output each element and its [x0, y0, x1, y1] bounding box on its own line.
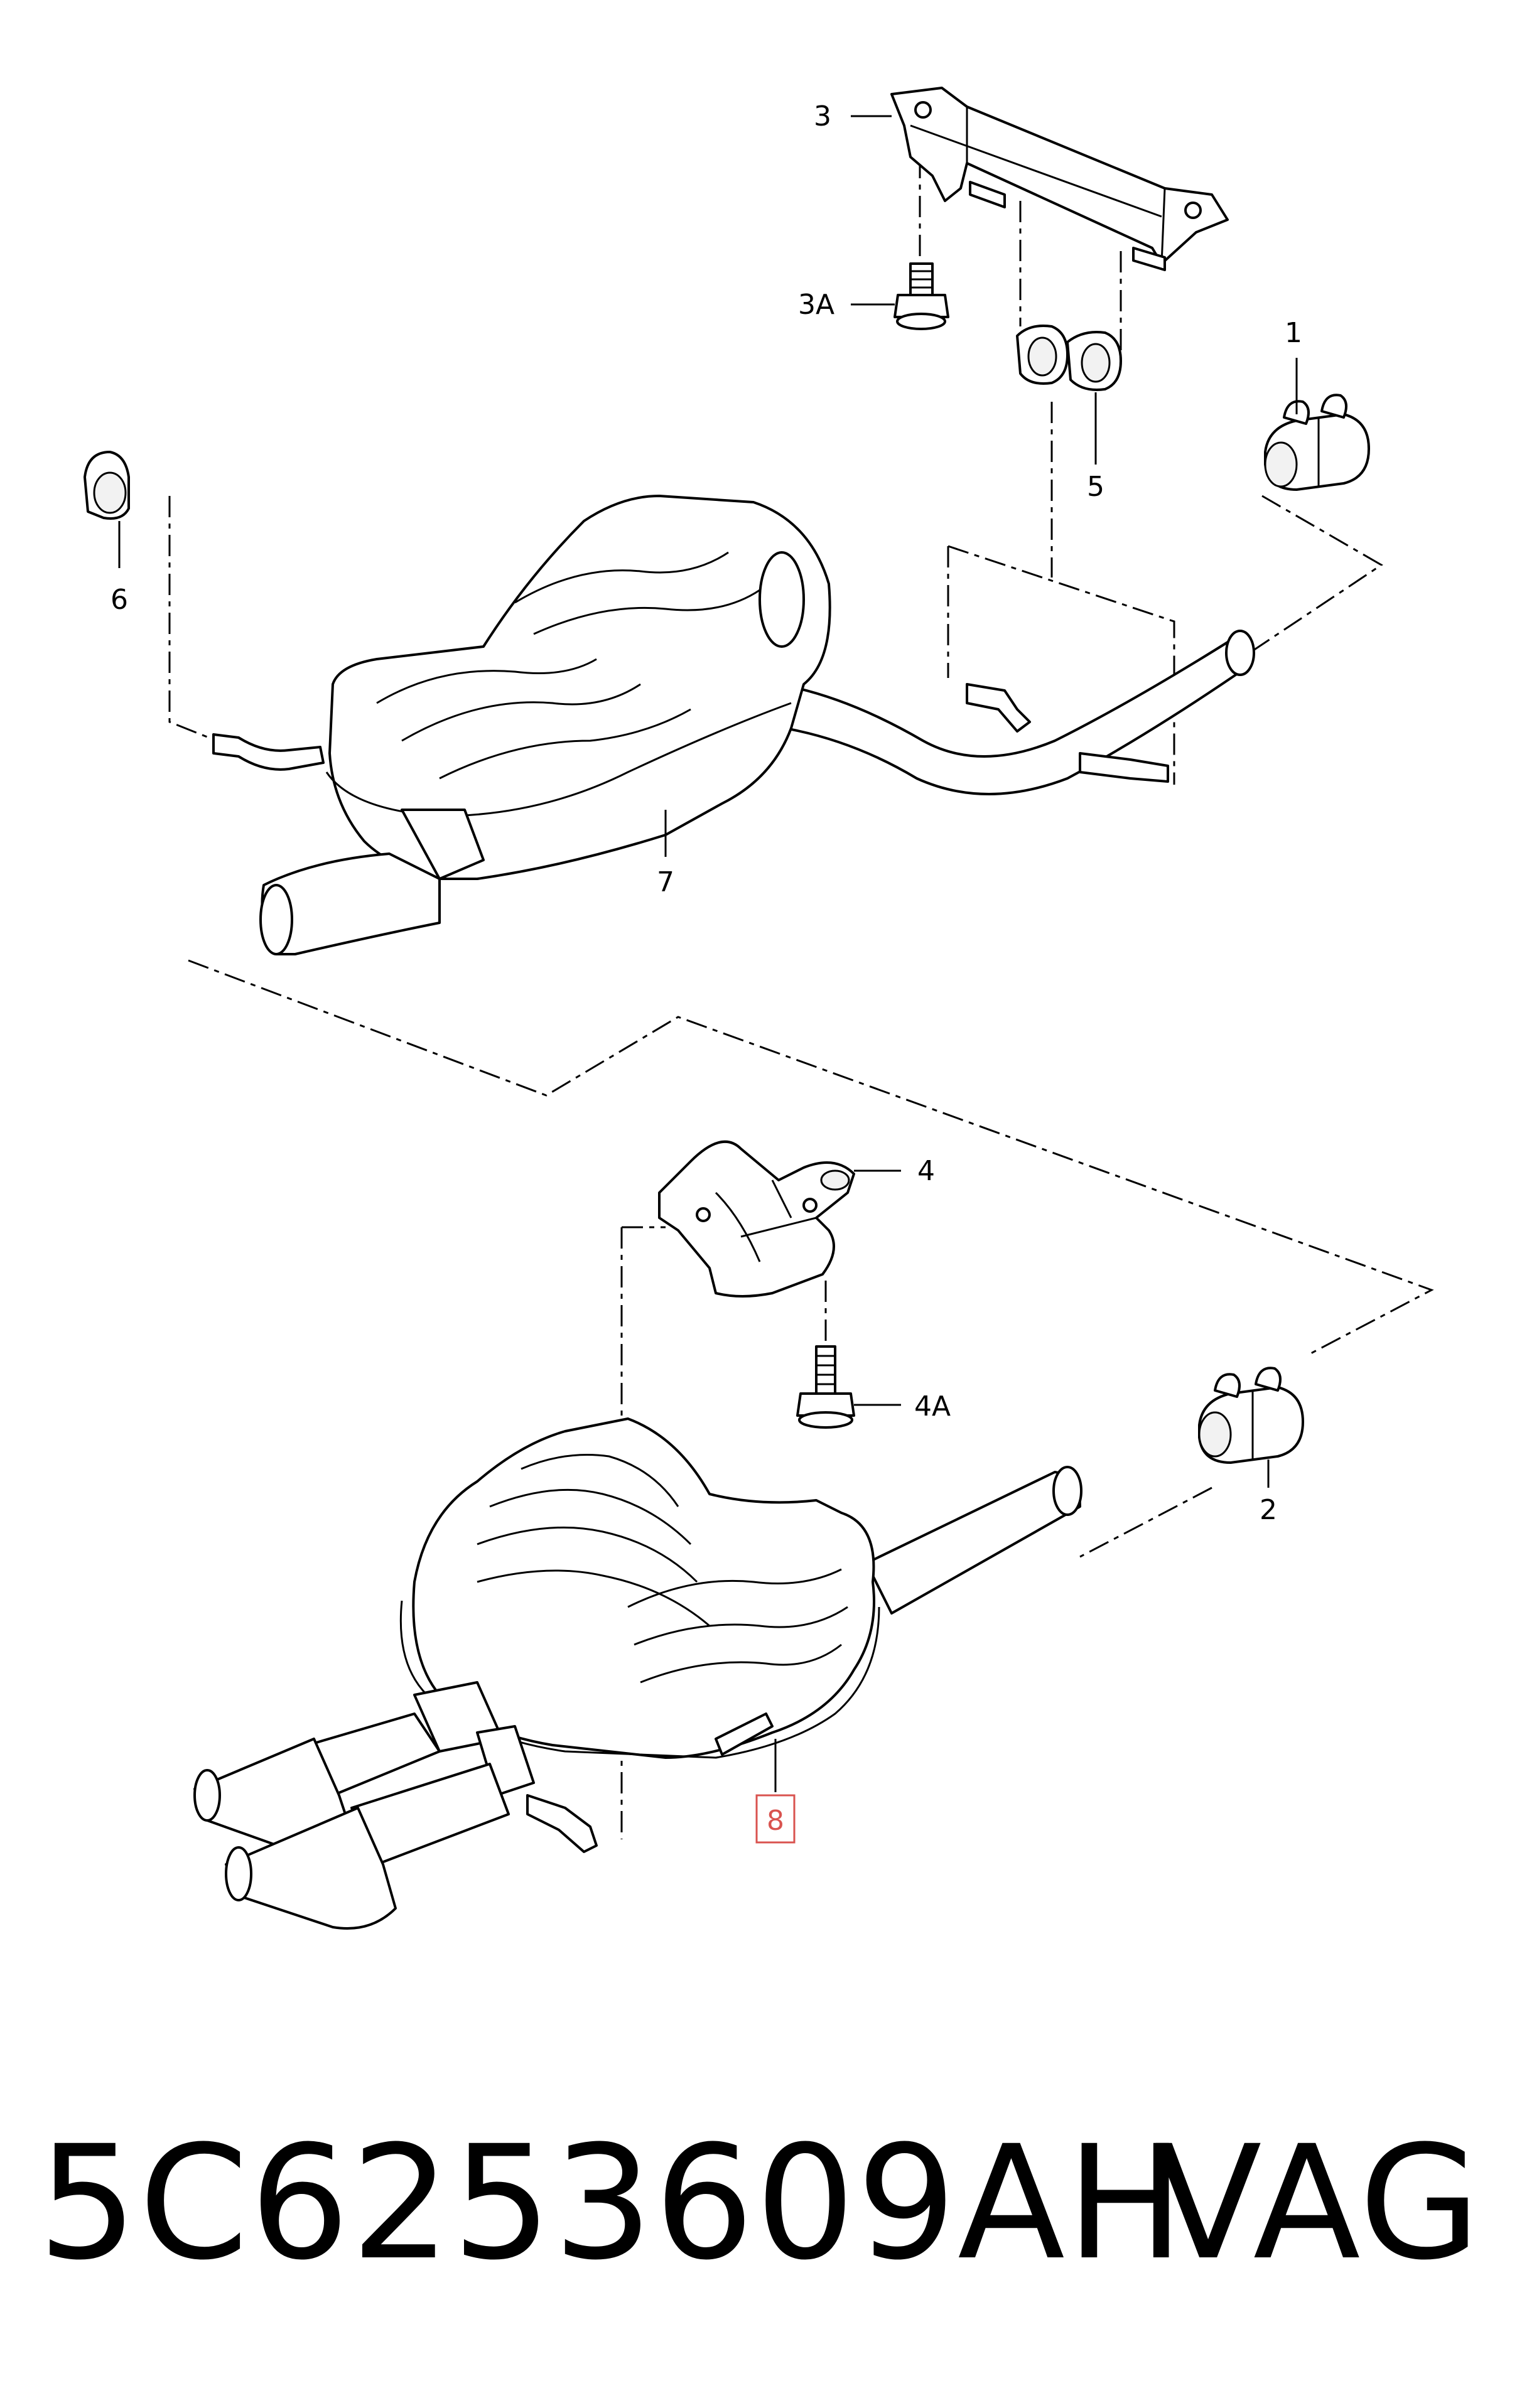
callout-6: 6 — [111, 584, 128, 616]
part-4a-bolt — [796, 1345, 855, 1429]
part-1-clamp — [1264, 394, 1370, 491]
callout-labels: 3 3A 1 5 6 7 4 4A 2 8 — [111, 100, 1302, 1844]
part-number: 5C6253609AH — [38, 2112, 1186, 2294]
callout-4a: 4A — [914, 1390, 951, 1422]
callout-2: 2 — [1260, 1494, 1277, 1526]
exhaust-exploded-diagram: 3 3A 1 5 6 7 4 4A 2 8 — [84, 87, 1434, 1930]
callout-3a: 3A — [798, 289, 834, 321]
callout-5: 5 — [1087, 471, 1104, 503]
brand-name: VAG — [1154, 2112, 1482, 2294]
part-4-rear-bracket — [658, 1140, 855, 1298]
part-7-middle-silencer — [212, 495, 1255, 955]
callout-8-highlight-box — [755, 1794, 796, 1844]
callout-7: 7 — [657, 866, 674, 898]
part-5-rubber-mount-right — [1066, 331, 1122, 391]
part-number-bar: 5C6253609AH VAG — [38, 2097, 1482, 2310]
callout-8: 8 — [767, 1805, 784, 1837]
part-5-rubber-mount-left — [1016, 325, 1069, 385]
part-8-rear-silencer — [193, 1417, 1082, 1930]
callout-leaders — [118, 115, 1298, 1792]
part-3a-bolt — [893, 262, 949, 330]
callout-1: 1 — [1285, 317, 1302, 349]
callout-3: 3 — [814, 100, 831, 132]
callout-4: 4 — [917, 1155, 935, 1187]
part-6-rubber-mount — [84, 451, 130, 520]
part-3-hanger-bracket — [890, 87, 1229, 271]
part-2-clamp — [1198, 1367, 1304, 1464]
